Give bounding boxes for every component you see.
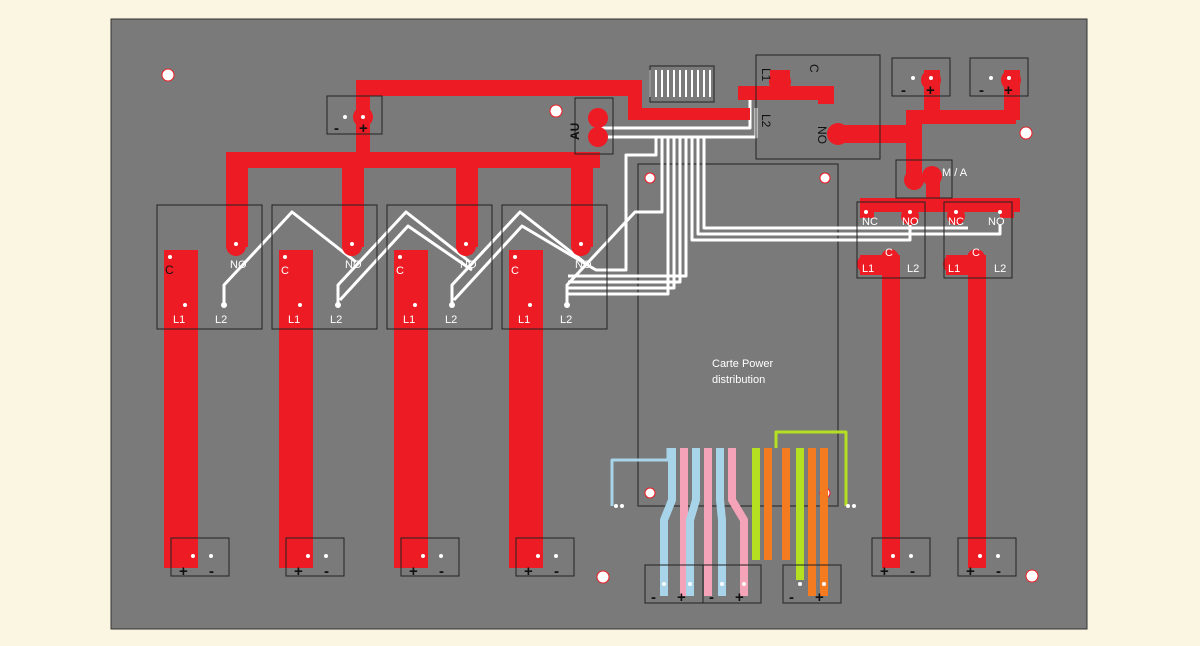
right-relay-1-labels: NC NO C L1 L2	[862, 216, 919, 275]
svg-text:+: +	[359, 120, 368, 137]
right-relay-1-nc: NC	[862, 216, 878, 228]
signal-traces	[222, 70, 1002, 305]
svg-text:+: +	[815, 589, 824, 606]
component-outlines	[156, 54, 1029, 604]
right-relay-2-no: NO	[988, 216, 1005, 228]
relay-2-l2: L2	[330, 314, 342, 326]
relay-2-l1: L1	[288, 314, 300, 326]
relay-1-l1: L1	[173, 314, 185, 326]
svg-text:+: +	[880, 563, 889, 580]
relay-2-no: NO	[345, 259, 362, 271]
svg-text:+: +	[524, 563, 533, 580]
right-relay-2-c: C	[972, 247, 980, 259]
svg-text:-: -	[439, 563, 444, 580]
ma-label: M / A	[942, 167, 968, 179]
svg-text:+: +	[1004, 82, 1013, 99]
relay-4-l1: L1	[518, 314, 530, 326]
svg-text:-: -	[910, 563, 915, 580]
relay-3-no: NO	[460, 259, 477, 271]
mounting-holes	[161, 68, 1039, 584]
card-title: Carte Power	[712, 358, 773, 370]
svg-text:+: +	[926, 82, 935, 99]
svg-text:-: -	[709, 589, 714, 606]
svg-text:+: +	[735, 589, 744, 606]
pads	[168, 76, 1011, 586]
right-relay-1-c: C	[885, 247, 893, 259]
relay-1-l2: L2	[215, 314, 227, 326]
card-subtitle: distribution	[712, 374, 765, 386]
relay-4-l2: L2	[560, 314, 572, 326]
relay-1-no: NO	[230, 259, 247, 271]
right-relay-2-l1: L1	[948, 263, 960, 275]
au-label: AU	[568, 123, 582, 140]
relay-1-labels: C NO L1 L2	[165, 259, 247, 326]
relay-2-labels: C NO L1 L2	[281, 259, 362, 326]
svg-text:+: +	[966, 563, 975, 580]
relay-4-c: C	[511, 265, 519, 277]
svg-text:+: +	[677, 589, 686, 606]
right-relay-2-nc: NC	[948, 216, 964, 228]
relay-3-l2: L2	[445, 314, 457, 326]
main-relay-l1: L1	[759, 68, 773, 82]
relay-3-c: C	[396, 265, 404, 277]
main-relay-c: C	[807, 64, 821, 73]
svg-text:+: +	[409, 563, 418, 580]
svg-text:-: -	[324, 563, 329, 580]
power-distribution-card: Carte Power distribution	[637, 163, 839, 507]
relay-2-c: C	[281, 265, 289, 277]
svg-text:-: -	[901, 82, 906, 99]
svg-text:-: -	[651, 589, 656, 606]
relay-3-labels: C NO L1 L2	[396, 259, 477, 326]
relay-3-l1: L1	[403, 314, 415, 326]
svg-text:-: -	[979, 82, 984, 99]
relay-1-c: C	[165, 263, 174, 277]
relay-4-labels: C NO L1 L2	[511, 259, 592, 326]
polarity-markings: - + - + - + + - + - + - + - + - + - - + …	[179, 82, 1013, 606]
right-relay-2-labels: NC NO C L1 L2	[948, 216, 1006, 275]
ribbon-traces	[610, 430, 848, 596]
main-relay-labels: L1 C L2 NO	[759, 64, 829, 144]
right-relay-1-l2: L2	[907, 263, 919, 275]
right-relay-2-l2: L2	[994, 263, 1006, 275]
svg-text:-: -	[334, 120, 339, 137]
right-relay-1-no: NO	[902, 216, 919, 228]
power-traces	[164, 70, 1021, 568]
svg-text:-: -	[554, 563, 559, 580]
svg-text:-: -	[209, 563, 214, 580]
svg-text:-: -	[996, 563, 1001, 580]
right-relay-1-l1: L1	[862, 263, 874, 275]
main-relay-l2: L2	[759, 114, 773, 128]
main-relay-no: NO	[815, 126, 829, 144]
svg-text:+: +	[294, 563, 303, 580]
svg-text:-: -	[789, 589, 794, 606]
relay-4-no: NO	[575, 259, 592, 271]
svg-text:+: +	[179, 563, 188, 580]
